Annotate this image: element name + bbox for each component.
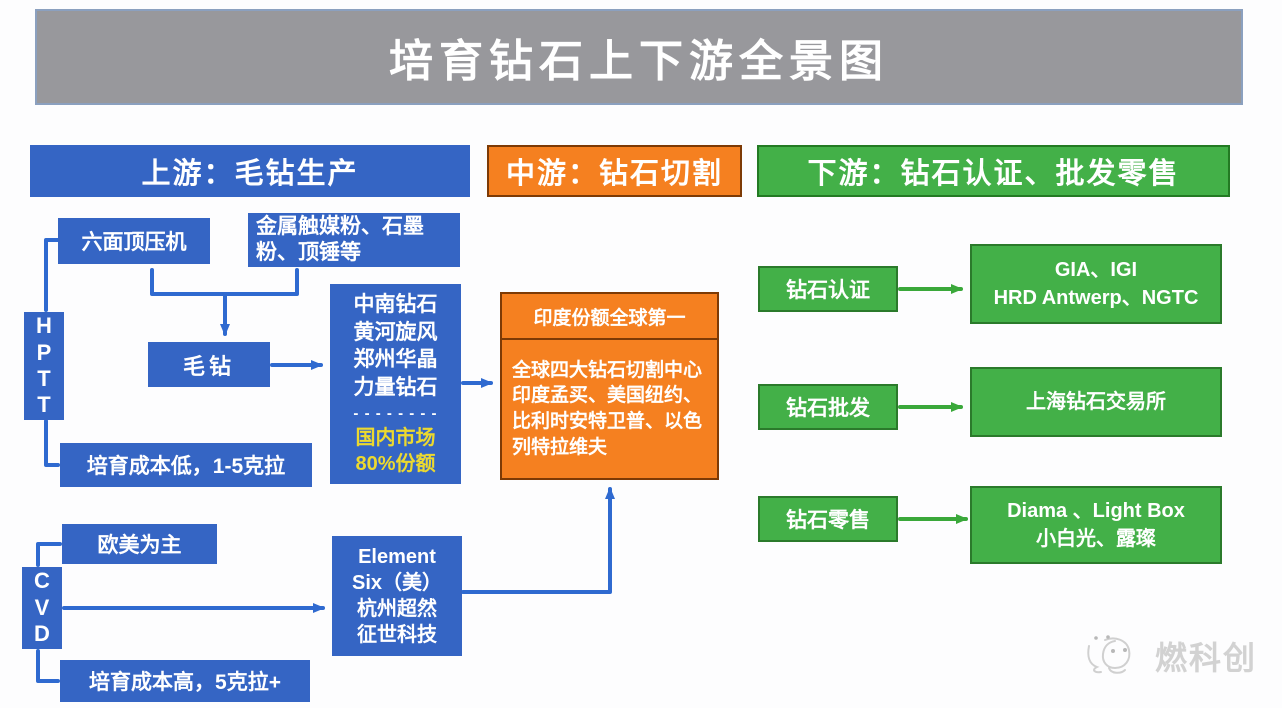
node-cvd: C V D: [22, 567, 62, 649]
india-share-headline: 印度份额全球第一: [502, 294, 717, 340]
hpht-company-list: 中南钻石 黄河旋风 郑州华晶 力量钻石: [353, 293, 438, 400]
cutting-centers-detail: 全球四大钻石切割中心印度孟买、美国纽约、比利时安特卫普、以色列特拉维夫: [512, 359, 703, 458]
merge-bracket: [150, 268, 299, 296]
node-six-face-press: 六面顶压机: [58, 218, 210, 264]
node-wholesale-label: 钻石批发: [758, 384, 898, 430]
cvd-to-mid-arrow: [461, 487, 615, 594]
header-upstream: 上游：毛钻生产: [30, 145, 470, 197]
node-cert-companies: GIA、IGI HRD Antwerp、NGTC: [970, 244, 1222, 324]
hpht-bottom-connector: [44, 419, 60, 467]
page-title: 培育钻石上下游全景图: [35, 9, 1243, 105]
header-downstream: 下游：钻石认证、批发零售: [757, 145, 1230, 197]
domestic-market-share: 国内市场 80%份额: [355, 426, 436, 475]
node-retail-companies: Diama 、Light Box 小白光、露璨: [970, 486, 1222, 564]
node-cert-label: 钻石认证: [758, 266, 898, 312]
node-cvd-region: 欧美为主: [62, 524, 217, 564]
node-rough-diamond: 毛钻: [148, 342, 270, 387]
cvd-bottom-connector: [36, 649, 60, 683]
node-cvd-cost: 培育成本高，5克拉+: [60, 660, 310, 702]
node-cvd-companies: Element Six（美） 杭州超然 征世科技: [332, 536, 462, 656]
header-midstream: 中游：钻石切割: [487, 145, 742, 197]
node-retail-label: 钻石零售: [758, 496, 898, 542]
watermark-text: 燃科创: [1155, 640, 1258, 676]
node-midstream-cutting: 印度份额全球第一 全球四大钻石切割中心印度孟买、美国纽约、比利时安特卫普、以色列…: [500, 292, 719, 480]
cvd-top-connector: [36, 542, 62, 567]
dashed-divider: - - - - - - - -: [353, 404, 438, 422]
node-hpht-cost: 培育成本低，1-5克拉: [60, 443, 312, 487]
hpht-top-connector: [44, 238, 60, 312]
node-hpht: H P T T: [24, 312, 64, 420]
watermark-logo: 燃科创: [1085, 628, 1257, 684]
node-raw-materials: 金属触媒粉、石墨粉、顶锤等: [248, 213, 460, 267]
node-hpht-companies: 中南钻石 黄河旋风 郑州华晶 力量钻石 - - - - - - - - 国内市场…: [330, 284, 461, 484]
cat-face-icon: [1087, 635, 1131, 674]
node-wholesale-companies: 上海钻石交易所: [970, 367, 1222, 437]
